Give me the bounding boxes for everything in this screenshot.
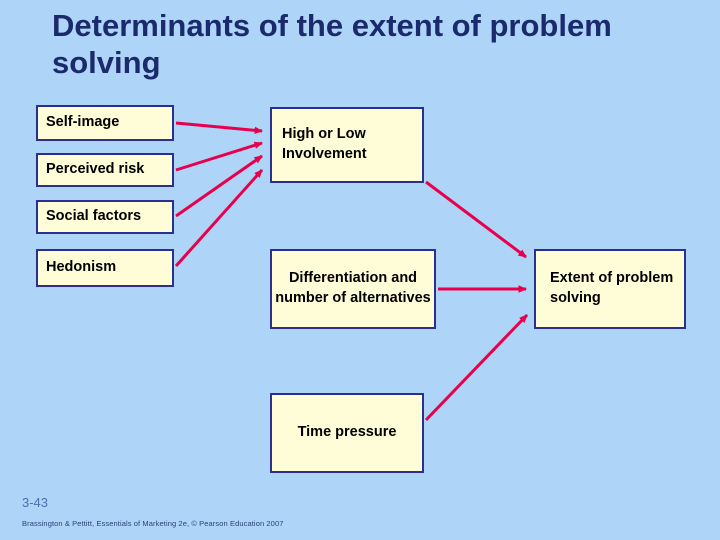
box-differentiation-label: Differentiation and number of alternativ…: [275, 270, 431, 306]
box-self-image-label: Self-image: [46, 114, 120, 131]
page-number: 3-43: [22, 495, 49, 510]
box-extent-of-problem-solving[interactable]: Extent of problem solving: [534, 249, 686, 329]
arrow-perceived-risk-to-involvement: [175, 141, 263, 172]
box-social-factors[interactable]: Social factors: [36, 200, 174, 234]
box-differentiation[interactable]: Differentiation and number of alternativ…: [270, 249, 436, 329]
box-self-image[interactable]: Self-image: [36, 105, 174, 141]
arrow-self-image-to-involvement: [175, 121, 263, 134]
arrow-involvement-to-extent: [425, 180, 527, 259]
box-social-factors-label: Social factors: [46, 208, 142, 225]
arrow-time-pressure-to-extent: [424, 313, 529, 422]
box-involvement[interactable]: High or Low Involvement: [270, 107, 424, 183]
box-time-pressure[interactable]: Time pressure: [270, 393, 424, 473]
box-perceived-risk[interactable]: Perceived risk: [36, 153, 174, 187]
arrow-hedonism-to-involvement: [174, 168, 264, 268]
box-involvement-label: High or Low Involvement: [282, 126, 367, 162]
arrow-social-factors-to-involvement: [175, 154, 263, 218]
box-time-pressure-label: Time pressure: [297, 424, 397, 441]
box-hedonism-label: Hedonism: [46, 259, 117, 276]
page-title: Determinants of the extent of problem so…: [52, 8, 612, 80]
footer-credit: Brassington & Pettitt, Essentials of Mar…: [22, 519, 284, 528]
box-extent-label: Extent of problem solving: [550, 270, 674, 306]
box-hedonism[interactable]: Hedonism: [36, 249, 174, 287]
box-perceived-risk-label: Perceived risk: [46, 161, 145, 178]
